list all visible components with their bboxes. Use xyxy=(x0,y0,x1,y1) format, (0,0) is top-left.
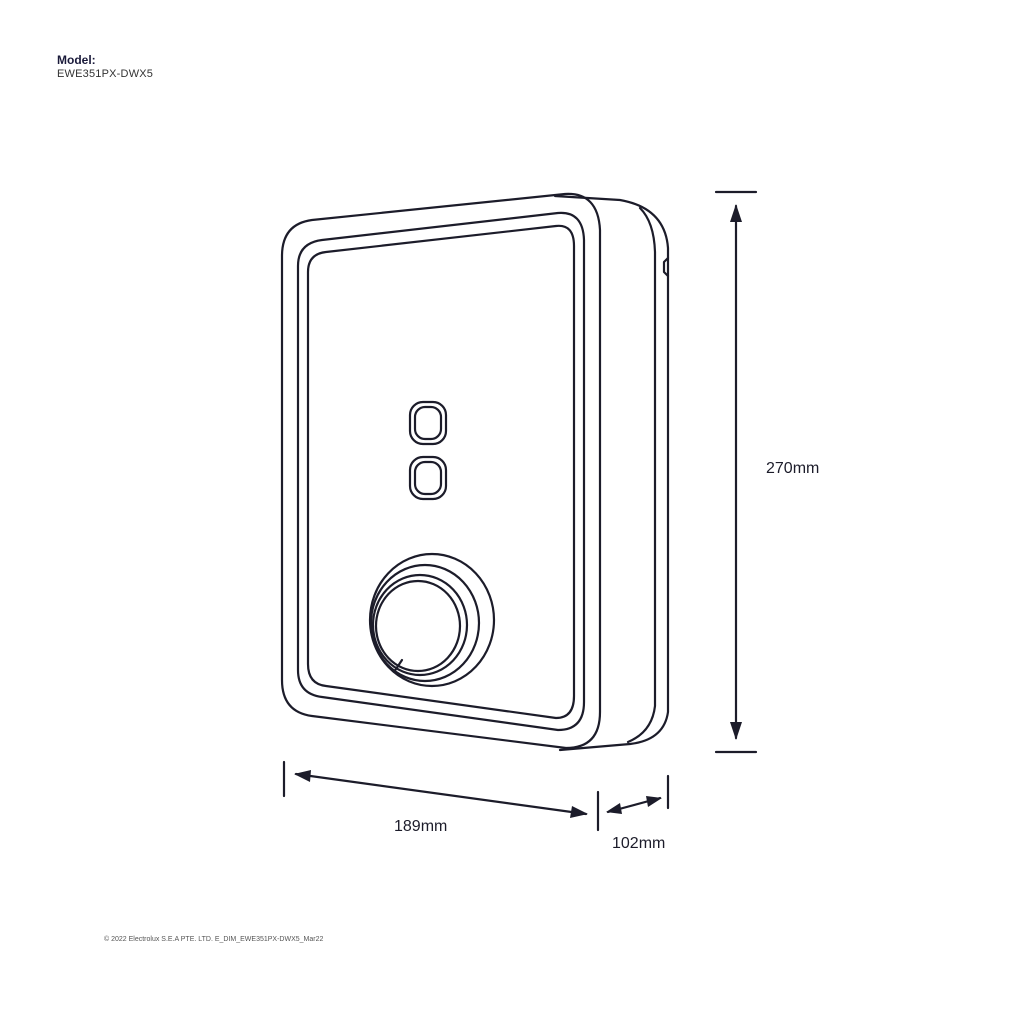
knob-ring xyxy=(371,573,469,677)
width-arrow-right xyxy=(570,806,588,818)
width-arrow-left xyxy=(294,770,311,782)
indicator-light-bottom-outer xyxy=(408,455,448,501)
indicator-light-top-inner xyxy=(413,405,443,441)
depth-arrow-right xyxy=(646,796,662,807)
knob-cap xyxy=(374,579,462,673)
height-dimension-label: 270mm xyxy=(766,460,819,477)
side-notch xyxy=(662,256,670,278)
heater-side-panel xyxy=(553,194,670,752)
depth-arrow-left xyxy=(606,803,622,814)
copyright-text: © 2022 Electrolux S.E.A PTE. LTD. E_DIM_… xyxy=(104,936,324,943)
height-arrow-top xyxy=(730,204,742,222)
model-label: Model: xyxy=(57,53,96,67)
knob-indicator xyxy=(392,658,404,674)
width-dimension-label: 189mm xyxy=(394,818,447,835)
depth-dimension-label: 102mm xyxy=(612,835,665,852)
heater-front-face xyxy=(306,224,576,720)
model-number: EWE351PX-DWX5 xyxy=(57,68,154,80)
height-arrow-bottom xyxy=(730,722,742,740)
width-dimension-line xyxy=(294,772,588,816)
heater-front-outer xyxy=(280,192,602,750)
indicator-light-top-outer xyxy=(408,400,448,446)
knob-outer xyxy=(369,563,481,683)
indicator-light-bottom-inner xyxy=(413,460,443,496)
heater-front-inner xyxy=(296,211,586,732)
heater-side-edge xyxy=(626,206,657,744)
